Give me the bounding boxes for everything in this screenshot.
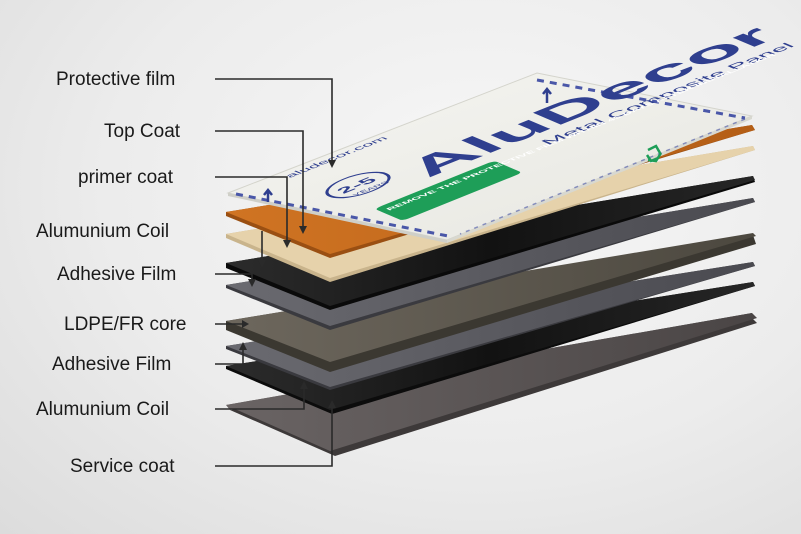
label-top-coat: Top Coat xyxy=(104,121,181,142)
leader-protective-film xyxy=(215,78,333,162)
leader-adhesive-film-bottom xyxy=(215,348,244,365)
leader-arrowheads xyxy=(239,160,336,408)
leader-top-coat xyxy=(215,130,304,228)
up-arrow-icon xyxy=(542,86,552,103)
leader-service-coat xyxy=(215,406,333,467)
label-alumunium-coil-bottom: Alumunium Coil xyxy=(36,399,170,420)
label-service-coat: Service coat xyxy=(70,456,175,477)
alumunium-coil-top-layer xyxy=(226,176,755,310)
notice-badge xyxy=(376,161,521,220)
leader-adhesive-film-top xyxy=(215,273,253,281)
label-protective-film: Protective film xyxy=(56,69,176,90)
label-alumunium-coil-top: Alumunium Coil xyxy=(36,221,170,242)
label-ldpe-fr-core: LDPE/FR core xyxy=(64,314,187,335)
leader-primer-coat xyxy=(215,176,288,242)
leader-alumunium-coil-bottom xyxy=(215,387,305,410)
label-primer-coat: primer coat xyxy=(78,167,174,188)
label-adhesive-film-top: Adhesive Film xyxy=(57,264,177,285)
protective-film-layer xyxy=(226,72,754,243)
ldpe-fr-core-layer xyxy=(226,233,756,372)
label-adhesive-film-bottom: Adhesive Film xyxy=(52,354,172,375)
recycle-icon xyxy=(645,144,663,163)
up-arrow-icon-left xyxy=(263,187,273,202)
leader-lines xyxy=(215,78,333,467)
